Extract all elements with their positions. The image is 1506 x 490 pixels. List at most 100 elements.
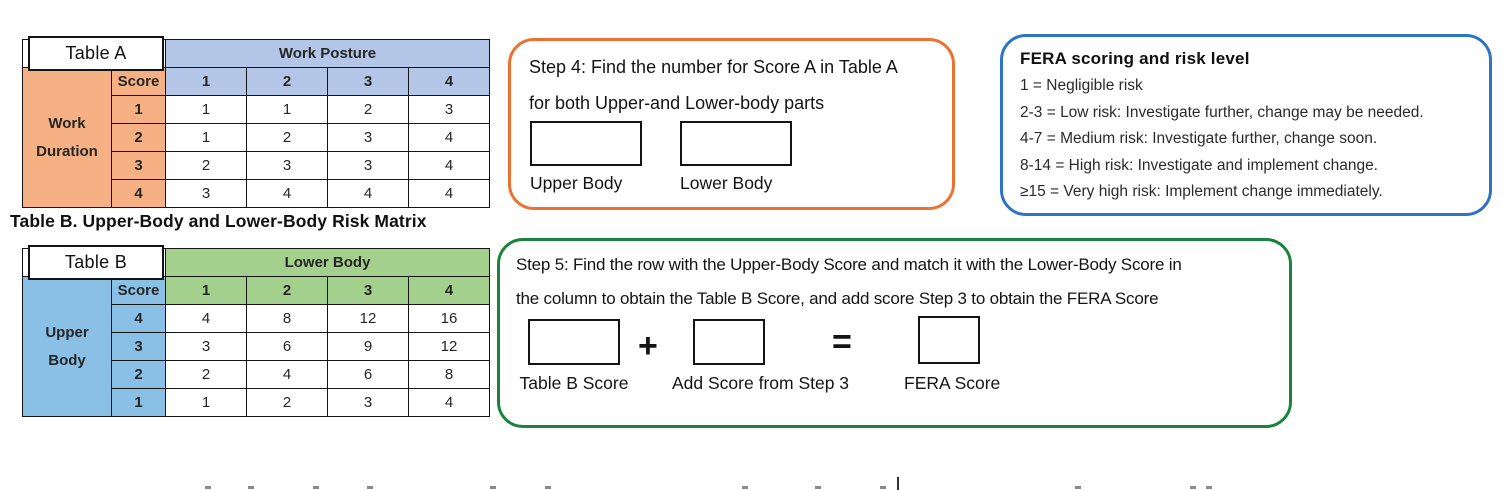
table-a-cell: 3: [165, 179, 247, 208]
table-b-cell: 6: [327, 360, 409, 389]
table-a-cell: 4: [246, 179, 328, 208]
table-b-score-label: Score: [111, 276, 166, 305]
cropped-glyph-mark: [313, 486, 319, 489]
table-a-cell: 4: [408, 123, 490, 152]
upper-body-score-field[interactable]: [530, 121, 642, 166]
legend-item-very-high: ≥15 = Very high risk: Implement change i…: [1020, 183, 1383, 200]
table-row: 4 4 8 12 16: [23, 304, 490, 333]
row-group-line: Upper: [45, 323, 89, 341]
table-a-col-group-header: Work Posture: [165, 39, 490, 68]
fera-score-label: FERA Score: [904, 373, 1001, 393]
table-a-cell: 4: [327, 179, 409, 208]
table-a-score-label: Score: [111, 67, 166, 96]
cropped-glyph-mark: [1206, 486, 1212, 489]
table-b-cell: 1: [165, 388, 247, 417]
table-row: Upper Body Score 1 2 3 4: [22, 276, 490, 417]
step5-text-line1: Step 5: Find the row with the Upper-Body…: [516, 255, 1182, 274]
row-group-line: Duration: [36, 142, 98, 160]
table-a-badge: Table A: [28, 36, 164, 71]
table-a-row-score: 3: [111, 151, 166, 180]
table-row: Work Duration Score 1 2 3 4: [22, 67, 490, 208]
table-b-row-score: 2: [111, 360, 166, 389]
table-b-col-group-header: Lower Body: [165, 248, 490, 277]
table-b-col-header: 1: [165, 276, 247, 305]
fera-score-field[interactable]: [918, 316, 980, 364]
legend-item-high: 8-14 = High risk: Investigate and implem…: [1020, 156, 1378, 174]
table-b-cell: 3: [165, 332, 247, 361]
cropped-glyph-mark: [248, 486, 254, 489]
table-a-cell: 2: [165, 151, 247, 180]
legend-item-low: 2-3 = Low risk: Investigate further, cha…: [1020, 103, 1424, 121]
table-row: 4 3 4 4 4: [23, 179, 490, 208]
table-a-cell: 4: [408, 151, 490, 180]
lower-body-field-label: Lower Body: [680, 173, 773, 193]
table-row: 1 1 1 2 3: [23, 95, 490, 124]
table-a-col-header: 4: [408, 67, 490, 96]
step4-text-line1: Step 4: Find the number for Score A in T…: [529, 57, 898, 77]
table-b-row-score: 1: [111, 388, 166, 417]
lower-body-score-field[interactable]: [680, 121, 792, 166]
table-a-grid: Work Posture Work Duration Score 1 2 3 4…: [22, 39, 490, 208]
table-b-cell: 8: [408, 360, 490, 389]
table-a-cell: 3: [327, 151, 409, 180]
table-b-cell: 12: [408, 332, 490, 361]
table-a-cell: 1: [165, 95, 247, 124]
cropped-glyph-mark: [1075, 486, 1081, 489]
table-a-col-header: 1: [165, 67, 247, 96]
table-a-row-group-header: Work Duration: [22, 67, 112, 208]
table-b-col-header: 4: [408, 276, 490, 305]
table-b-cell: 4: [165, 304, 247, 333]
table-a-col-header: 2: [246, 67, 328, 96]
cropped-glyph-mark: [815, 486, 821, 489]
fera-legend-box: FERA scoring and risk level 1 = Negligib…: [1000, 34, 1492, 216]
table-b-cell: 12: [327, 304, 409, 333]
table-a-row-score: 1: [111, 95, 166, 124]
table-a-col-header: 3: [327, 67, 409, 96]
legend-item-negligible: 1 = Negligible risk: [1020, 77, 1143, 94]
table-b-cell: 3: [327, 388, 409, 417]
table-a-cell: 1: [165, 123, 247, 152]
cropped-glyph-mark: [490, 486, 496, 489]
table-b-badge: Table B: [28, 245, 164, 280]
table-b-cell: 9: [327, 332, 409, 361]
cropped-glyph-mark: [1190, 486, 1196, 489]
table-a-cell: 3: [246, 151, 328, 180]
table-b-cell: 8: [246, 304, 328, 333]
step3-score-label: Add Score from Step 3: [672, 373, 850, 393]
table-b-col-header: 3: [327, 276, 409, 305]
upper-body-field-label: Upper Body: [530, 173, 623, 193]
equals-operator: =: [832, 323, 852, 361]
cropped-glyph-mark: [742, 486, 748, 489]
table-a: Table A Work Posture Work Duration Score…: [22, 36, 490, 208]
fera-legend-title: FERA scoring and risk level: [1020, 49, 1250, 68]
table-a-cell: 2: [246, 123, 328, 152]
row-group-line: Body: [48, 351, 86, 369]
table-b-title: Table B. Upper-Body and Lower-Body Risk …: [10, 211, 427, 231]
table-a-cell: 1: [246, 95, 328, 124]
table-row: 1 1 2 3 4: [23, 388, 490, 417]
table-b-cell: 4: [246, 360, 328, 389]
step3-score-field[interactable]: [693, 319, 765, 365]
table-b-score-field[interactable]: [528, 319, 620, 365]
table-b-row-score: 4: [111, 304, 166, 333]
table-b-cell: 6: [246, 332, 328, 361]
table-b-cell: 16: [408, 304, 490, 333]
cropped-glyph-mark: [205, 486, 211, 489]
legend-item-medium: 4-7 = Medium risk: Investigate further, …: [1020, 130, 1378, 147]
table-b-cell: 2: [165, 360, 247, 389]
table-row: 2 1 2 3 4: [23, 123, 490, 152]
table-a-row-score: 4: [111, 179, 166, 208]
table-a-cell: 2: [327, 95, 409, 124]
table-b-col-header: 2: [246, 276, 328, 305]
plus-operator: +: [638, 327, 658, 365]
cropped-glyph-mark: [545, 486, 551, 489]
row-group-line: Work: [48, 114, 86, 132]
cropped-glyph-mark: [367, 486, 373, 489]
table-b-cell: 4: [408, 388, 490, 417]
step5-instruction-box: Step 5: Find the row with the Upper-Body…: [497, 238, 1292, 428]
table-b-row-score: 3: [111, 332, 166, 361]
step5-text-line2: the column to obtain the Table B Score, …: [516, 289, 1159, 308]
table-a-cell: 3: [327, 123, 409, 152]
step4-instruction-box: Step 4: Find the number for Score A in T…: [508, 38, 955, 210]
table-b-score-label: Table B Score: [519, 373, 629, 393]
